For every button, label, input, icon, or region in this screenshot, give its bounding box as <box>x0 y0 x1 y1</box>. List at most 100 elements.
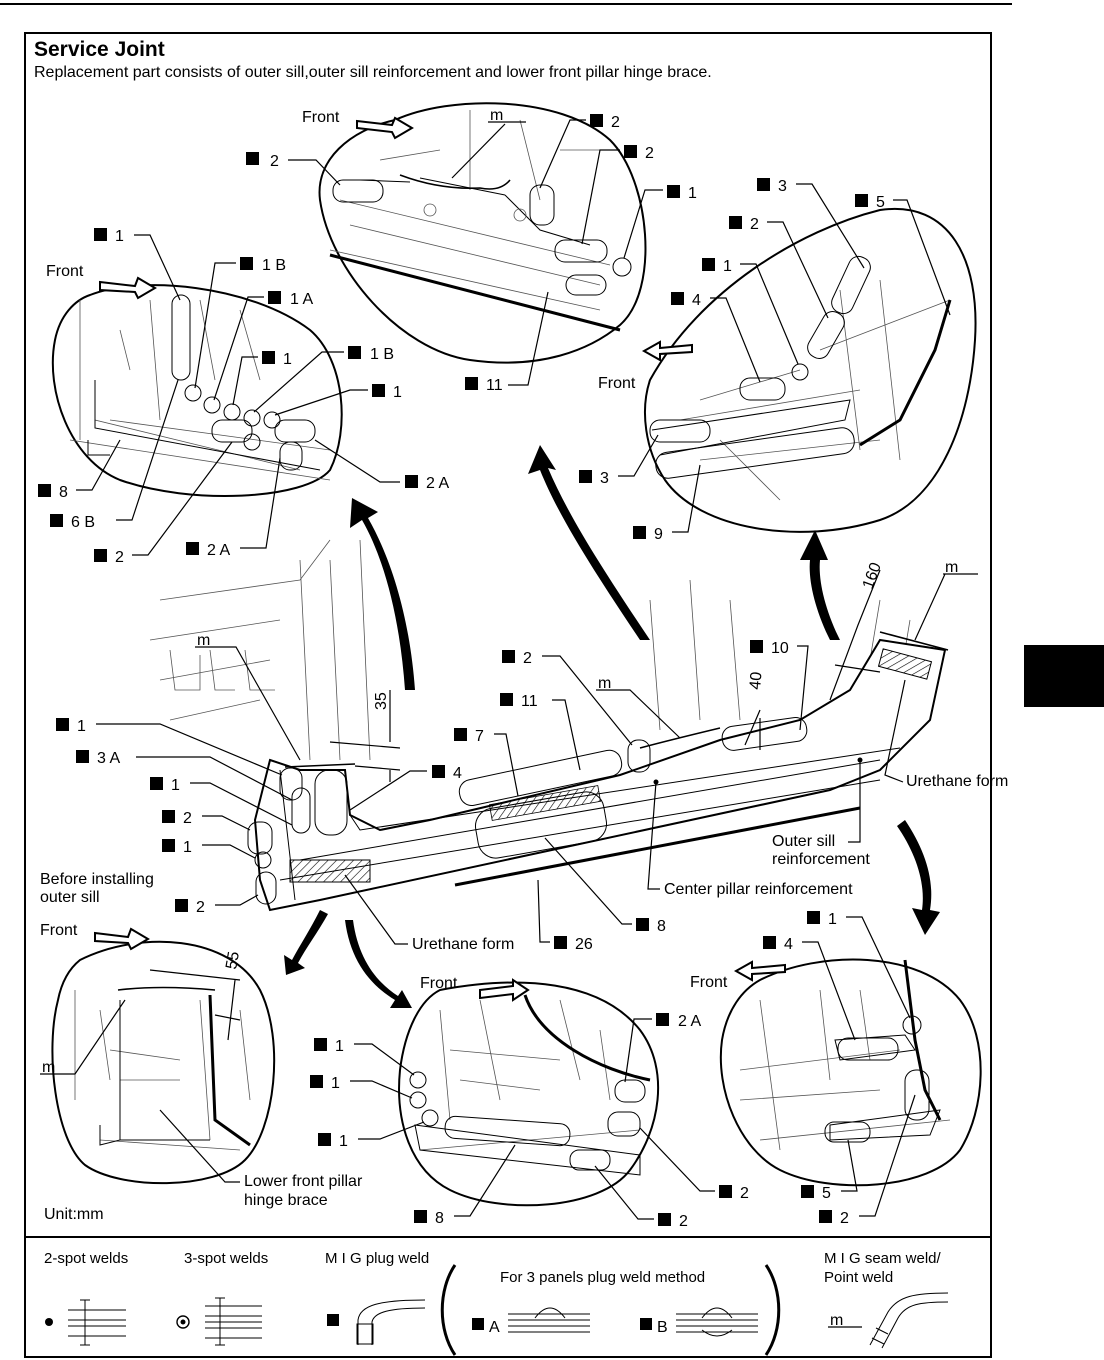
svg-text:2 A: 2 A <box>207 542 230 559</box>
svg-text:1: 1 <box>723 258 732 275</box>
method-b-icon: B <box>640 1307 758 1337</box>
header-rule <box>0 3 1012 5</box>
svg-text:M I G seam weld/: M I G seam weld/ <box>824 1250 942 1267</box>
callout-2-top-center-b: 2 <box>581 145 654 245</box>
svg-text:m: m <box>197 632 210 649</box>
main-view: m m m 1 3 A 1 2 1 2 4 2 11 7 10 26 8 35 … <box>40 539 1008 953</box>
svg-text:1: 1 <box>339 1133 348 1150</box>
svg-text:Urethane form: Urethane form <box>412 936 514 953</box>
svg-text:6 B: 6 B <box>71 514 95 531</box>
callout-2-top-center-left: 2 <box>246 152 341 186</box>
detail-view-bottom-left: Front m 55 Lower front pillar hinge brac… <box>40 922 363 1209</box>
legend-3-spot-label: 3-spot welds <box>184 1250 268 1267</box>
callout-2-main-c: 2 <box>502 650 633 746</box>
svg-text:m: m <box>830 1312 843 1329</box>
svg-text:1: 1 <box>183 839 192 856</box>
callout-2-bottom-right: 2 <box>819 1094 916 1227</box>
legend-three-panels-label: For 3 panels plug weld method <box>500 1269 705 1286</box>
seam-weld-symbol-main-left: m <box>195 632 301 761</box>
callout-3a-main: 3 A <box>76 750 293 801</box>
svg-text:2: 2 <box>840 1210 849 1227</box>
svg-text:m: m <box>490 107 503 124</box>
mig-seam-weld-icon: m <box>828 1292 949 1349</box>
callout-2-bottom-center-a: 2 <box>639 1127 749 1202</box>
svg-text:2: 2 <box>196 899 205 916</box>
svg-text:1 B: 1 B <box>370 346 394 363</box>
svg-text:4: 4 <box>453 765 462 782</box>
svg-text:11: 11 <box>486 377 503 394</box>
two-spot-weld-icon <box>45 1299 126 1346</box>
svg-text:11: 11 <box>521 693 538 710</box>
svg-text:8: 8 <box>657 918 666 935</box>
detail-view-top-left: Front 1 1 B 1 A 1 1 B 1 8 6 B 2 2 A 2 A <box>38 228 449 566</box>
svg-text:1: 1 <box>77 718 86 735</box>
svg-text:reinforcement: reinforcement <box>772 851 870 868</box>
section-tab <box>1024 645 1104 707</box>
callout-2-main-a: 2 <box>162 810 251 831</box>
mig-plug-weld-icon <box>327 1299 426 1345</box>
svg-text:4: 4 <box>784 936 793 953</box>
svg-text:1: 1 <box>283 351 292 368</box>
callout-4-bottom-right: 4 <box>763 936 856 1041</box>
callout-1-main-b: 1 <box>150 777 293 826</box>
callout-8-top-left: 8 <box>38 439 121 501</box>
svg-text:8: 8 <box>59 484 68 501</box>
svg-text:Outer sill: Outer sill <box>772 833 835 850</box>
callout-1-top-left-c: 1 <box>274 384 402 416</box>
svg-text:4: 4 <box>692 292 701 309</box>
dimension-55: 55 <box>149 950 243 1041</box>
callout-26-main: 26 <box>537 879 593 953</box>
callout-2a-top-left-bottom: 2 A <box>186 457 281 559</box>
svg-text:A: A <box>489 1319 500 1336</box>
detail-view-top-right: Front 3 2 5 1 4 3 9 <box>579 178 977 543</box>
svg-text:2: 2 <box>679 1213 688 1230</box>
outer-sill-reinforcement-label: Outer sill reinforcement <box>772 757 870 868</box>
callout-6b-top-left: 6 B <box>50 379 179 531</box>
svg-text:hinge brace: hinge brace <box>244 1192 328 1209</box>
three-panels-bracket <box>440 1264 781 1356</box>
svg-text:2: 2 <box>523 650 532 667</box>
diagram-frame <box>24 32 992 1358</box>
svg-text:2: 2 <box>645 145 654 162</box>
svg-text:m: m <box>42 1059 55 1076</box>
callout-1-bottom-center-b: 1 <box>310 1075 413 1099</box>
callout-3-top-right-b: 3 <box>579 434 659 487</box>
svg-text:m: m <box>945 559 958 576</box>
svg-text:3: 3 <box>600 470 609 487</box>
svg-text:2: 2 <box>740 1185 749 1202</box>
callout-1-bottom-right: 1 <box>807 911 911 1019</box>
svg-text:1: 1 <box>331 1075 340 1092</box>
legend-mig-plug-label: M I G plug weld <box>325 1250 429 1267</box>
svg-text:1: 1 <box>171 777 180 794</box>
svg-text:2: 2 <box>270 153 279 170</box>
urethane-form-bottom-label: Urethane form <box>344 874 514 953</box>
svg-text:Before installing: Before installing <box>40 871 154 888</box>
front-label-bottom-right: Front <box>690 974 728 991</box>
callout-2-main-b: 2 <box>175 894 259 916</box>
callout-2-top-left: 2 <box>94 441 233 566</box>
callout-1b-top-left-a: 1 B <box>194 257 286 389</box>
svg-text:40: 40 <box>747 671 765 690</box>
svg-text:3 A: 3 A <box>97 750 120 767</box>
callout-1-bottom-center-a: 1 <box>314 1038 415 1076</box>
detail-view-bottom-center: Front 2 A 1 1 1 2 8 2 <box>310 975 749 1230</box>
detail-view-bottom-right: Front 1 4 5 2 <box>690 911 982 1227</box>
callout-11-main: 11 <box>500 693 581 771</box>
svg-text:9: 9 <box>654 526 663 543</box>
hinge-brace-label: Lower front pillar hinge brace <box>159 1109 363 1209</box>
callout-1-top-right: 1 <box>702 258 799 365</box>
svg-text:7: 7 <box>475 728 484 745</box>
svg-text:1: 1 <box>393 384 402 401</box>
seam-weld-symbol-bottom-left: m <box>40 999 126 1076</box>
svg-text:8: 8 <box>435 1210 444 1227</box>
svg-text:1 B: 1 B <box>262 257 286 274</box>
seam-weld-symbol-main-right: m <box>914 559 978 641</box>
front-label-bottom-center: Front <box>420 975 458 992</box>
svg-text:1: 1 <box>688 185 697 202</box>
callout-1-top-left-a: 1 <box>94 228 181 301</box>
svg-text:55: 55 <box>223 950 243 971</box>
svg-text:5: 5 <box>876 194 885 211</box>
svg-text:2: 2 <box>183 810 192 827</box>
svg-text:26: 26 <box>575 936 593 953</box>
